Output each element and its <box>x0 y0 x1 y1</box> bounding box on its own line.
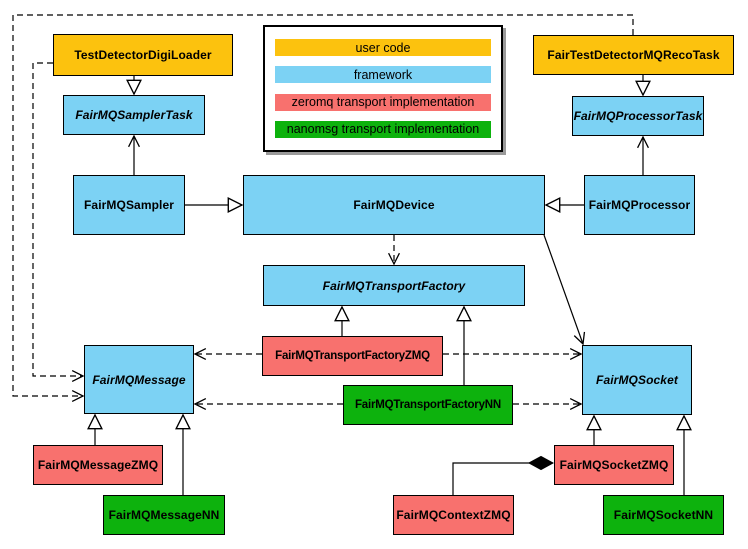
class-fairtestdetectormqrecotask: FairTestDetectorMQRecoTask <box>533 35 734 75</box>
legend-item-nanomsg: nanomsg transport implementation <box>275 120 491 138</box>
class-fairmqtransportfactoryzmq: FairMQTransportFactoryZMQ <box>262 336 443 376</box>
class-fairmqprocessor: FairMQProcessor <box>584 175 695 235</box>
legend-item-framework: framework <box>275 66 491 84</box>
legend-item-user-code: user code <box>275 39 491 57</box>
class-testdetectordigiloader: TestDetectorDigiLoader <box>53 34 233 76</box>
edge-testdetectordigiloader-depends-fairmqmessage <box>32 62 83 376</box>
edge-fairmqcontextzmq-composes-fairmqsocketzmq <box>452 463 553 495</box>
edge-fairtestdetectormqrecotask-depends-fairmqmessage <box>12 14 634 396</box>
class-fairmqmessagenn: FairMQMessageNN <box>103 495 225 535</box>
class-fairmqsocket: FairMQSocket <box>582 345 692 415</box>
class-fairmqmessagezmq: FairMQMessageZMQ <box>33 445 163 485</box>
edge-fairmqdevice-uses-fairmqsocket <box>543 234 583 344</box>
class-fairmqsocketzmq: FairMQSocketZMQ <box>554 445 674 485</box>
class-fairmqsocketnn: FairMQSocketNN <box>603 495 724 535</box>
legend-item-zeromq: zeromq transport implementation <box>275 93 491 111</box>
class-fairmqdevice: FairMQDevice <box>243 175 545 235</box>
legend: user code framework zeromq transport imp… <box>263 25 503 152</box>
class-fairmqsamplertask: FairMQSamplerTask <box>63 95 205 135</box>
class-fairmqtransportfactorynn: FairMQTransportFactoryNN <box>343 385 513 425</box>
class-fairmqcontextzmq: FairMQContextZMQ <box>393 495 514 535</box>
class-fairmqprocessortask: FairMQProcessorTask <box>572 96 704 136</box>
class-fairmqmessage: FairMQMessage <box>84 345 194 414</box>
class-fairmqsampler: FairMQSampler <box>73 175 185 235</box>
class-fairmqtransportfactory: FairMQTransportFactory <box>263 265 525 306</box>
